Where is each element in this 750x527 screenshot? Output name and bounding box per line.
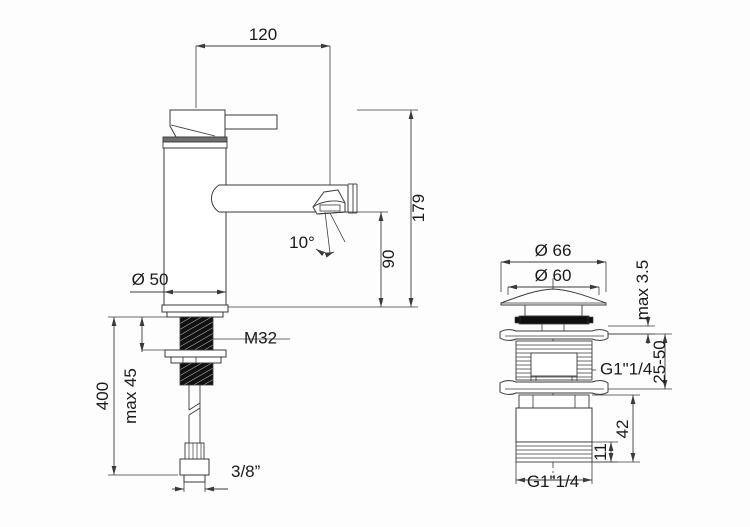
dim-max35-label: max 3.5 bbox=[633, 260, 652, 320]
faucet-base-flange bbox=[161, 304, 229, 318]
dim-11-group bbox=[592, 441, 618, 463]
waste-cap-stem bbox=[524, 304, 583, 317]
dim-max45-label: max 45 bbox=[121, 368, 140, 424]
dimension-text-layer: 120 179 90 10° Ø 50 M32 max 45 400 3/8” … bbox=[93, 25, 669, 491]
dim-38-label: 3/8” bbox=[231, 462, 261, 481]
dim-d50-group bbox=[130, 285, 227, 300]
dim-g114-lower-group bbox=[515, 462, 593, 484]
dim-11-label: 11 bbox=[591, 443, 610, 461]
dim-d60-group bbox=[507, 284, 600, 295]
waste-shoulder bbox=[518, 394, 590, 409]
waste-neck bbox=[541, 323, 565, 332]
waste-cap bbox=[500, 288, 607, 306]
lower-thread-block bbox=[179, 362, 214, 386]
dim-angle-10-label: 10° bbox=[289, 233, 315, 252]
faucet-collar bbox=[162, 136, 228, 149]
spout-angle-indicator bbox=[315, 211, 346, 258]
faucet-aerator bbox=[312, 189, 346, 215]
faucet-lever bbox=[169, 109, 278, 138]
upper-thread-block bbox=[179, 316, 214, 351]
dim-42-label: 42 bbox=[613, 420, 632, 439]
waste-upper-flange bbox=[499, 329, 609, 341]
dim-400-label: 400 bbox=[93, 382, 112, 410]
dim-d50-label: Ø 50 bbox=[132, 270, 169, 289]
dim-400-group bbox=[108, 316, 178, 476]
dim-38-group bbox=[172, 482, 228, 492]
faucet-body-column bbox=[163, 147, 227, 306]
faucet-mounting-nut bbox=[164, 349, 227, 364]
waste-body-tube bbox=[515, 407, 593, 443]
dim-d60-label: Ø 60 bbox=[535, 266, 572, 285]
hose-crimp bbox=[184, 442, 205, 460]
dim-d66-group bbox=[500, 259, 607, 292]
faucet-supply-hose bbox=[188, 385, 201, 443]
dim-2550-label: 25-50 bbox=[650, 340, 669, 383]
dim-d66-label: Ø 66 bbox=[535, 241, 572, 260]
dim-90-group bbox=[345, 211, 388, 307]
dim-179-label: 179 bbox=[409, 194, 428, 222]
waste-lower-flange bbox=[499, 380, 609, 395]
dim-90-label: 90 bbox=[379, 250, 398, 269]
waste-lower-thread bbox=[515, 441, 593, 463]
supply-connector-nut bbox=[179, 458, 210, 483]
dim-g114-lower-label: G1"1/4 bbox=[527, 472, 579, 491]
dim-g114-upper-label: G1"1/4 bbox=[600, 359, 652, 378]
waste-gasket bbox=[514, 315, 594, 325]
dim-m32-label: M32 bbox=[244, 328, 277, 347]
waste-upper-thread-barrel bbox=[515, 340, 593, 381]
dim-120-extension-lines bbox=[195, 46, 331, 185]
dim-2550-group bbox=[608, 333, 672, 390]
dim-120-label: 120 bbox=[249, 25, 277, 44]
dim-max45-group bbox=[139, 317, 180, 352]
